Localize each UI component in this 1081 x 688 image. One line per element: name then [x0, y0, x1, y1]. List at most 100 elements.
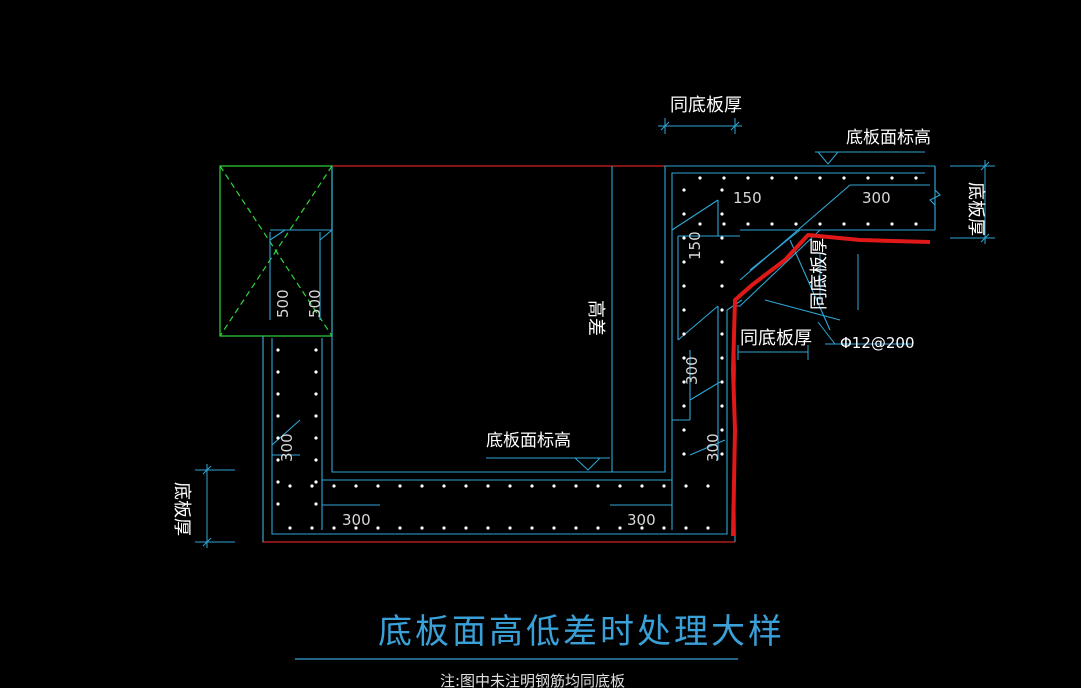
rebar-dots	[276, 176, 918, 530]
label-slab-thickness-right: 底板厚	[965, 182, 986, 236]
rebar-dot	[720, 212, 724, 216]
rebar-dot	[442, 484, 446, 488]
rebar-dot	[288, 484, 292, 488]
label-slab-thickness-left: 底板厚	[171, 482, 192, 536]
rebar-dot	[842, 222, 846, 226]
rebar-dot	[720, 188, 724, 192]
dim-500-a: 500	[274, 289, 292, 318]
rebar-dot	[288, 526, 292, 530]
label-slab-top-elevation-lower: 底板面标高	[486, 431, 571, 451]
rebar-dot	[376, 526, 380, 530]
rebar-dot	[720, 260, 724, 264]
rebar-dot	[276, 436, 280, 440]
markup-red-line	[731, 233, 931, 537]
rebar-dot	[398, 484, 402, 488]
rebar-dot	[698, 176, 702, 180]
dim-300-left-wall: 300	[278, 433, 296, 462]
dim-300-top: 300	[862, 189, 891, 207]
rebar-dot	[398, 526, 402, 530]
rebar-dot	[720, 428, 724, 432]
rebar-dot	[314, 414, 318, 418]
rebar-dot	[770, 176, 774, 180]
label-rebar-spec: Φ12@200	[840, 334, 915, 352]
rebar-dot	[276, 392, 280, 396]
rebar-dot	[314, 480, 318, 484]
rebar-dot	[574, 484, 578, 488]
rebar-dot	[276, 414, 280, 418]
rebar-dot	[890, 222, 894, 226]
drawing-title: 底板面高低差时处理大样	[378, 612, 785, 652]
rebar-dot	[682, 308, 686, 312]
rebar-dot	[420, 484, 424, 488]
rebar-dot	[276, 502, 280, 506]
rebar-dot	[354, 484, 358, 488]
rebar-dot	[682, 260, 686, 264]
rebar-dot	[332, 484, 336, 488]
rebar-dot	[310, 484, 314, 488]
rebar-dot	[618, 526, 622, 530]
rebar-dot	[640, 484, 644, 488]
rebar-dot	[682, 380, 686, 384]
rebar-dot	[682, 188, 686, 192]
dim-150-side: 150	[686, 231, 704, 260]
rebar-dot	[720, 236, 724, 240]
rebar-dot	[720, 332, 724, 336]
label-same-slab-thickness-top: 同底板厚	[670, 95, 742, 116]
rebar-dot	[310, 526, 314, 530]
rebar-dot	[314, 392, 318, 396]
dim-150-top: 150	[733, 189, 762, 207]
rebar-dot	[866, 176, 870, 180]
rebar-dot	[682, 284, 686, 288]
rebar-dot	[818, 222, 822, 226]
rebar-dot	[842, 176, 846, 180]
rebar-dot	[720, 452, 724, 456]
rebar-dot	[276, 480, 280, 484]
rebar-dot	[354, 526, 358, 530]
rebar-dot	[684, 526, 688, 530]
dim-500-b: 500	[306, 289, 324, 318]
rebar-dot	[486, 526, 490, 530]
rebar-dot	[698, 222, 702, 226]
rebar-dot	[722, 222, 726, 226]
rebar-dot	[464, 484, 468, 488]
rebar-dot	[890, 176, 894, 180]
rebar-dot	[662, 484, 666, 488]
rebar-dot	[508, 526, 512, 530]
rebar-dot	[914, 222, 918, 226]
rebar-dot	[682, 428, 686, 432]
label-same-slab-thickness-diag: 同底板厚	[809, 238, 830, 310]
rebar-dot	[706, 484, 710, 488]
rebar-dot	[276, 348, 280, 352]
rebar-dot	[720, 308, 724, 312]
rebar-dot	[314, 436, 318, 440]
rebar-dot	[618, 484, 622, 488]
rebar-dot	[720, 380, 724, 384]
rebar-dot	[420, 526, 424, 530]
rebar-dot	[720, 356, 724, 360]
rebar-dot	[314, 348, 318, 352]
rebar-dot	[720, 284, 724, 288]
rebar-dot	[684, 484, 688, 488]
rebar-dot	[720, 404, 724, 408]
dim-300-bottom-right: 300	[627, 511, 656, 529]
drawing-note: 注:图中未注明钢筋均同底板	[440, 672, 625, 688]
dim-300-wall-lower: 300	[704, 433, 722, 462]
rebar-dot	[794, 222, 798, 226]
rebar-dot	[332, 526, 336, 530]
rebar-dot	[682, 212, 686, 216]
rebar-dot	[640, 526, 644, 530]
rebar-dot	[508, 484, 512, 488]
rebar-dot	[442, 526, 446, 530]
rebar-dot	[866, 222, 870, 226]
rebar-dot	[746, 222, 750, 226]
rebar-dot	[596, 484, 600, 488]
rebar-dot	[818, 176, 822, 180]
rebar-dot	[722, 176, 726, 180]
rebar-dot	[706, 526, 710, 530]
rebar-dot	[914, 176, 918, 180]
rebar-dot	[682, 452, 686, 456]
rebar-dot	[794, 176, 798, 180]
rebar-dot	[682, 236, 686, 240]
